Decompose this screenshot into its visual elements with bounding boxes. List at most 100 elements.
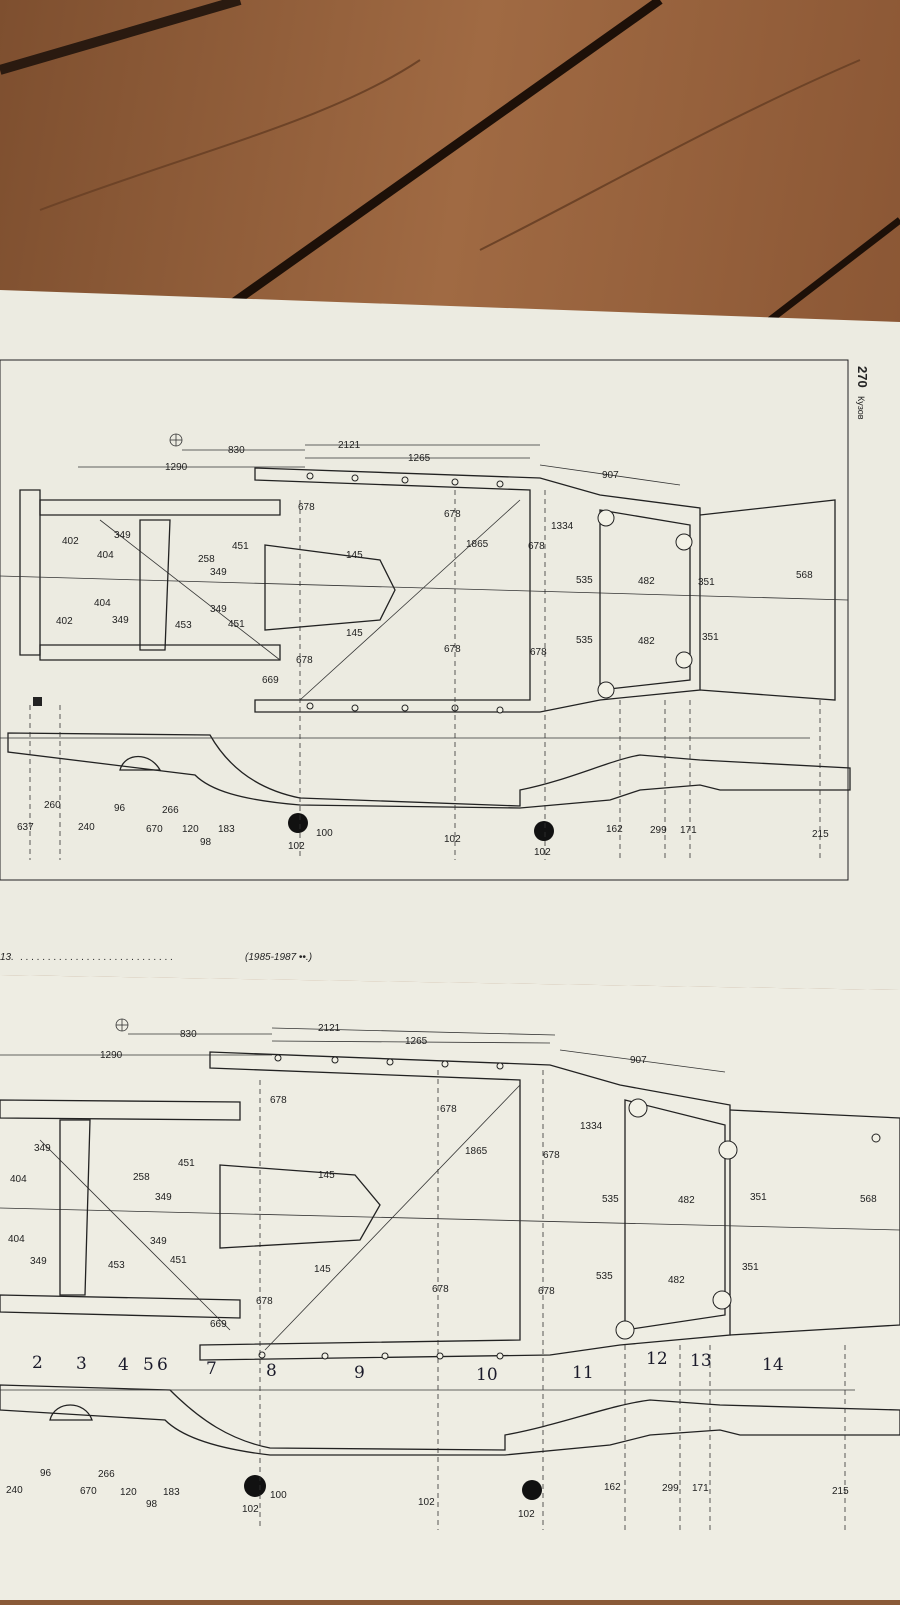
dim-404-a: 404: [97, 550, 114, 561]
dim-102-lc: 102: [518, 1509, 535, 1520]
dim-351-lb: 351: [742, 1262, 759, 1273]
dim-669-lower: 669: [210, 1319, 227, 1330]
dim-102-la: 102: [242, 1504, 259, 1515]
dim-535-b: 535: [576, 635, 593, 646]
dim-98-lower: 98: [146, 1499, 158, 1510]
dim-1290-lower: 1290: [100, 1050, 123, 1061]
dim-678-a: 678: [298, 502, 315, 513]
dim-299: 299: [650, 825, 667, 836]
dim-2121: 2121: [338, 440, 361, 451]
dim-1865: 1865: [466, 539, 489, 550]
dim-1265: 1265: [408, 453, 431, 464]
dim-120: 120: [182, 824, 199, 835]
reference-square: [33, 697, 42, 706]
dim-349-lc: 349: [155, 1192, 172, 1203]
upper-side-view: [0, 490, 851, 860]
dim-1334-lower: 1334: [580, 1121, 603, 1132]
upper-diagram: 830 1290 2121 1265 907: [0, 433, 851, 963]
dim-260: 260: [44, 800, 61, 811]
lower-plan-dims: 678 678 678 678 678 678 1865 1334 404 40…: [8, 1095, 877, 1330]
dim-670-lower: 670: [80, 1486, 97, 1497]
dim-240-lower: 240: [6, 1485, 23, 1496]
handwritten-numbers: 2 3 4 5 6 7 8 9 10 11 12 13 14: [32, 1349, 784, 1385]
dim-678-la: 678: [270, 1095, 287, 1106]
dim-215: 215: [812, 829, 829, 840]
dim-451-b: 451: [228, 619, 245, 630]
dim-678-f: 678: [530, 647, 547, 658]
dim-1290: 1290: [165, 462, 188, 473]
dim-171-lower: 171: [692, 1483, 709, 1494]
hw-6: 6: [157, 1355, 168, 1375]
dim-568: 568: [796, 570, 813, 581]
dim-678-lc: 678: [543, 1150, 560, 1161]
upper-sheet: [0, 290, 900, 990]
dim-258-lower: 258: [133, 1172, 150, 1183]
dim-404-la: 404: [10, 1174, 27, 1185]
upper-plan-dims: 678 678 678 678 678 678 1865 1334 402 40…: [56, 502, 813, 686]
dim-1334: 1334: [551, 521, 574, 532]
lower-top-dims: 830 1290 2121 1265 907: [0, 1018, 726, 1073]
dim-451-a: 451: [232, 541, 249, 552]
dim-349-c: 349: [210, 567, 227, 578]
caption-text: . . . . . . . . . . . . . . . . . . . . …: [20, 952, 173, 963]
dim-266: 266: [162, 805, 179, 816]
dim-678-le: 678: [432, 1284, 449, 1295]
hw-13: 13: [690, 1351, 712, 1371]
dim-102-lb: 102: [418, 1497, 435, 1508]
dim-482-lb: 482: [668, 1275, 685, 1286]
dim-678-c: 678: [528, 541, 545, 552]
dim-240: 240: [78, 822, 95, 833]
dim-678-ld: 678: [256, 1296, 273, 1307]
hw-8: 8: [266, 1361, 277, 1381]
dim-535-la: 535: [602, 1194, 619, 1205]
hw-14: 14: [762, 1355, 784, 1375]
dim-102-c: 102: [534, 847, 551, 858]
dim-678-d: 678: [296, 655, 313, 666]
dim-678-lb: 678: [440, 1104, 457, 1115]
caption-years: (1985-1987 ••.): [245, 952, 312, 963]
dim-349-lb: 349: [30, 1256, 47, 1267]
dim-349-b: 349: [112, 615, 129, 626]
hw-3: 3: [76, 1354, 87, 1374]
dim-535-a: 535: [576, 575, 593, 586]
hw-7: 7: [206, 1359, 217, 1379]
dim-907-lower: 907: [630, 1055, 647, 1066]
lower-side-dims: 240 96 670 266 120 98 183 102 100 102 10…: [6, 1468, 849, 1520]
dim-96: 96: [114, 803, 126, 814]
dim-299-lower: 299: [662, 1483, 679, 1494]
lower-side-view: [0, 1070, 900, 1530]
dim-351-b: 351: [702, 632, 719, 643]
dim-96-lower: 96: [40, 1468, 52, 1479]
dim-678-b: 678: [444, 509, 461, 520]
dim-568-lower: 568: [860, 1194, 877, 1205]
dim-100-lower: 100: [270, 1490, 287, 1501]
dim-183-lower: 183: [163, 1487, 180, 1498]
dim-162-lower: 162: [604, 1482, 621, 1493]
dim-102-a: 102: [288, 841, 305, 852]
dim-351-la: 351: [750, 1192, 767, 1203]
page-section: Кузов: [856, 396, 866, 420]
dim-482-a: 482: [638, 576, 655, 587]
dim-402-b: 402: [56, 616, 73, 627]
upper-plan-frame: [0, 467, 849, 714]
dim-145-b: 145: [346, 628, 363, 639]
dim-1265-lower: 1265: [405, 1036, 428, 1047]
lower-diagram: 830 1290 2121 1265 907: [0, 1018, 900, 1530]
dim-453-lower: 453: [108, 1260, 125, 1271]
dim-404-lb: 404: [8, 1234, 25, 1245]
hw-11: 11: [572, 1363, 594, 1383]
dim-402-a: 402: [62, 536, 79, 547]
hw-4: 4: [118, 1355, 129, 1375]
dim-349-la: 349: [34, 1143, 51, 1154]
dim-678-lf: 678: [538, 1286, 555, 1297]
dim-451-lb: 451: [170, 1255, 187, 1266]
caption-number: 13.: [0, 952, 14, 963]
figure-caption: 13. . . . . . . . . . . . . . . . . . . …: [0, 952, 312, 963]
hw-2: 2: [32, 1353, 43, 1373]
dim-349-a: 349: [114, 530, 131, 541]
dim-258: 258: [198, 554, 215, 565]
dim-145-a: 145: [346, 550, 363, 561]
page-number: 270: [855, 366, 870, 388]
dim-145-la: 145: [318, 1170, 335, 1181]
